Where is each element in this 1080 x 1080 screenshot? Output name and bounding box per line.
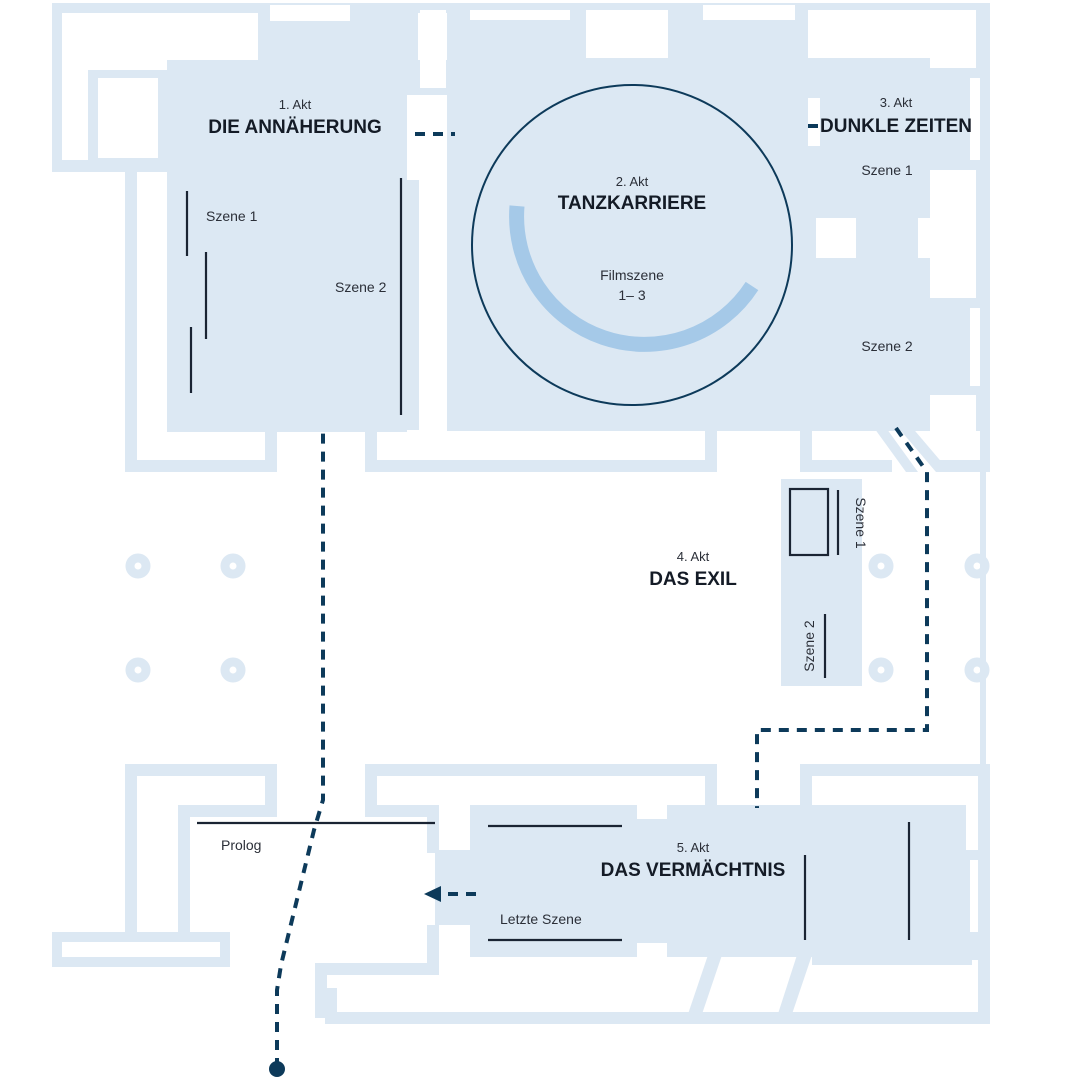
act3-scene1-label: Szene 1: [861, 162, 913, 178]
path-act3-to-act5: [755, 426, 929, 808]
act4-panel: [781, 479, 862, 686]
act2-circle-room: [471, 84, 793, 406]
act3-scene2-label: Szene 2: [861, 338, 913, 354]
act5-last-scene-label: Letzte Szene: [500, 911, 582, 927]
act2-film-range: 1– 3: [618, 287, 645, 303]
act2-number: 2. Akt: [616, 174, 649, 189]
column-icon: [125, 657, 151, 683]
act4-scene2-label: Szene 2: [801, 620, 817, 672]
visitor-path: [269, 124, 929, 1077]
act4-showcase: [788, 487, 830, 557]
act4-scene1-label: Szene 1: [853, 497, 869, 549]
act4-number: 4. Akt: [677, 549, 710, 564]
column-icon: [125, 553, 151, 579]
act2-film-ring: [509, 205, 759, 352]
bottom-building: [52, 764, 990, 1024]
act1-scene2-label: Szene 2: [335, 279, 387, 295]
columns: [125, 470, 990, 770]
arrow-left-icon: [424, 886, 441, 902]
column-icon: [220, 553, 246, 579]
act1-scene1-label: Szene 1: [206, 208, 258, 224]
act5-number: 5. Akt: [677, 840, 710, 855]
prolog-label: Prolog: [221, 837, 261, 853]
act5-title: DAS VERMÄCHTNIS: [601, 860, 786, 881]
top-building: [52, 3, 990, 472]
act3-title: DUNKLE ZEITEN: [820, 116, 972, 137]
act1-number: 1. Akt: [279, 97, 312, 112]
act2-film-label: Filmszene: [600, 267, 664, 283]
column-icon: [868, 657, 894, 683]
act2-title: TANZKARRIERE: [558, 193, 706, 214]
start-point-icon: [269, 1061, 285, 1077]
column-icon: [220, 657, 246, 683]
column-icon: [868, 553, 894, 579]
act3-number: 3. Akt: [880, 95, 913, 110]
act1-title: DIE ANNÄHERUNG: [208, 117, 381, 138]
act4-title: DAS EXIL: [649, 569, 737, 590]
